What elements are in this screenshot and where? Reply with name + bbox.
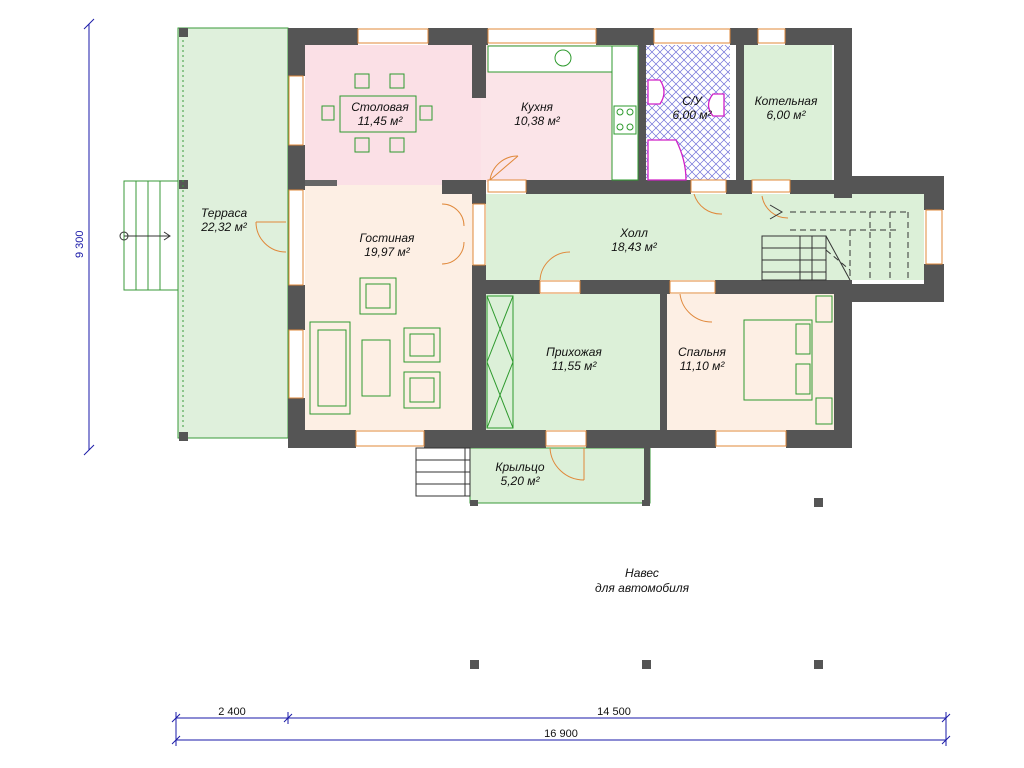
dimension-vertical — [83, 18, 95, 456]
room-area: 11,45 м² — [357, 114, 403, 128]
bathroom-fixtures — [647, 79, 725, 181]
room-area: 6,00 м² — [672, 108, 712, 122]
carport-line2: для автомобиля — [595, 581, 689, 595]
carport-label: Навес для автомобиля — [595, 566, 689, 596]
room-area: 6,00 м² — [766, 108, 806, 122]
room-name: Столовая — [351, 100, 409, 114]
porch-steps — [415, 447, 471, 497]
room-area: 22,32 м² — [201, 220, 247, 234]
room-name: Терраса — [200, 206, 248, 220]
carport-line1: Навес — [625, 566, 659, 580]
dimension-horizontal — [171, 712, 951, 746]
room-label-hall: Холл 18,43 м² — [611, 226, 657, 254]
bed — [743, 295, 833, 425]
living-furniture — [309, 277, 441, 415]
room-label-bathroom: С/У 6,00 м² — [673, 94, 712, 122]
room-area: 5,20 м² — [500, 474, 540, 488]
room-label-bedroom: Спальня 11,10 м² — [678, 345, 726, 373]
hall-staircase — [761, 204, 909, 281]
doors — [255, 155, 789, 481]
dining-set — [321, 73, 433, 153]
room-name: Гостиная — [359, 231, 415, 245]
dimension-height-label: 9 300 — [74, 230, 86, 258]
terrace-steps — [119, 180, 179, 291]
entrance-floor — [486, 294, 660, 430]
terrace-columns — [179, 28, 188, 441]
boiler-floor — [744, 45, 832, 182]
room-name: Спальня — [678, 345, 726, 359]
room-name: Прихожая — [546, 345, 602, 359]
windows — [288, 28, 943, 447]
room-name: Кухня — [521, 100, 553, 114]
walls — [288, 28, 944, 448]
room-name: Крыльцо — [495, 460, 545, 474]
room-area: 11,10 м² — [679, 359, 725, 373]
room-name: С/У — [682, 94, 702, 108]
room-label-dining: Столовая 11,45 м² — [351, 100, 408, 128]
room-area: 19,97 м² — [364, 245, 410, 259]
room-label-living: Гостиная 19,97 м² — [360, 231, 415, 259]
hall-floor — [486, 194, 924, 280]
dimension-terrace-width-label: 2 400 — [218, 706, 246, 718]
room-name: Котельная — [754, 94, 818, 108]
dimension-house-width-label: 14 500 — [597, 706, 631, 718]
room-area: 11,55 м² — [551, 359, 597, 373]
room-name: Холл — [620, 226, 648, 240]
room-area: 18,43 м² — [611, 240, 657, 254]
room-label-porch: Крыльцо 5,20 м² — [495, 460, 544, 488]
wardrobe — [486, 295, 514, 429]
room-area: 10,38 м² — [514, 114, 560, 128]
kitchen-counter — [487, 45, 639, 181]
room-label-entrance: Прихожая 11,55 м² — [546, 345, 602, 373]
room-label-boiler: Котельная 6,00 м² — [755, 94, 818, 122]
carport-posts — [470, 498, 823, 669]
room-label-kitchen: Кухня 10,38 м² — [514, 100, 560, 128]
porch-railing — [470, 448, 650, 506]
room-label-terrace: Терраса 22,32 м² — [201, 206, 247, 234]
terrace-floor — [177, 27, 289, 439]
dimension-total-width-label: 16 900 — [544, 728, 578, 740]
